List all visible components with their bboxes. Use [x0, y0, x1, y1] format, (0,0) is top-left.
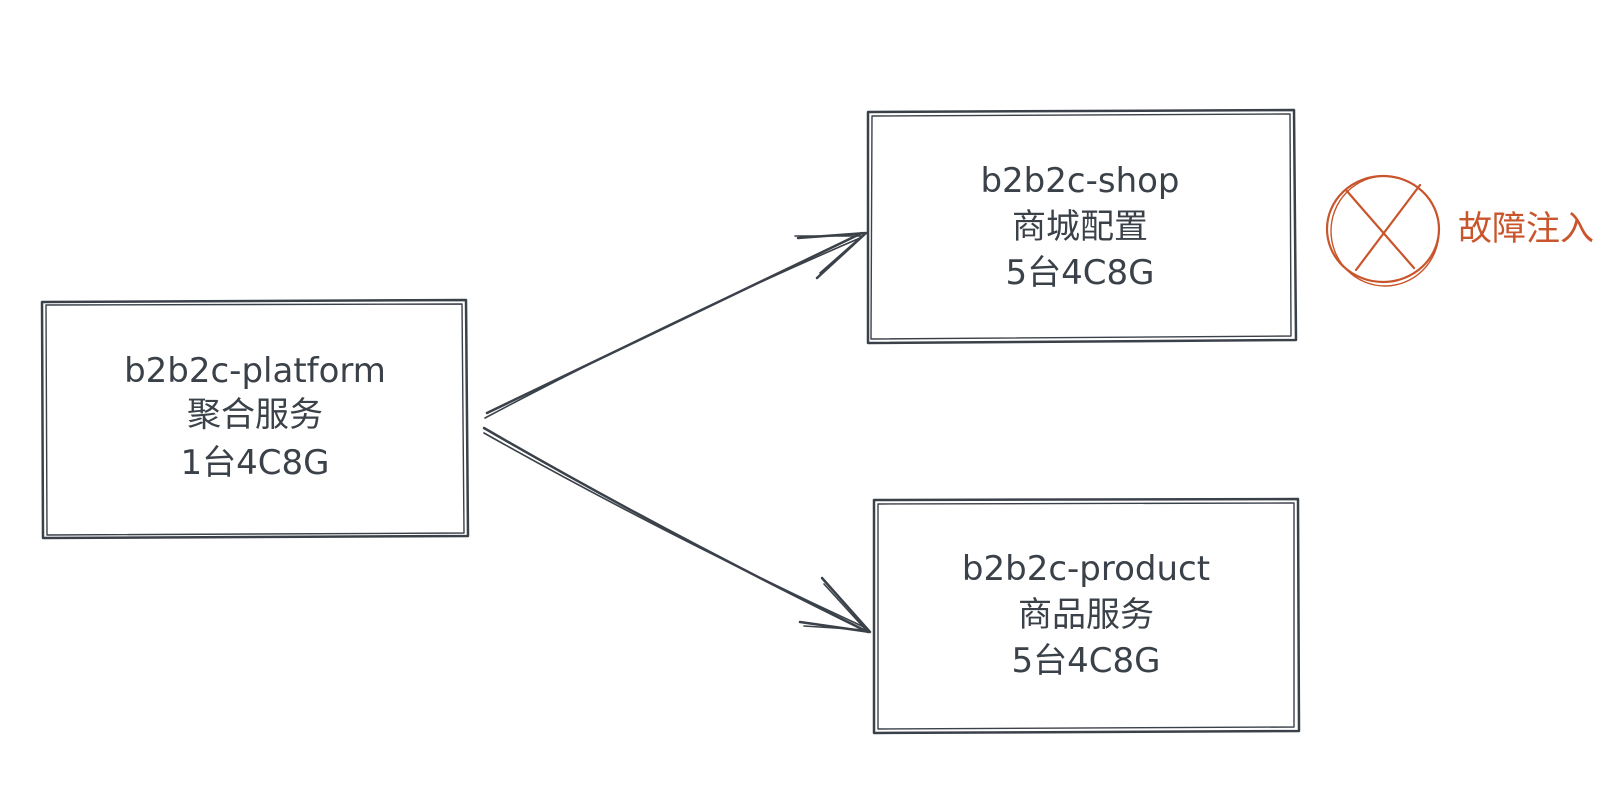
- node-platform: b2b2c-platform 聚合服务 1台4C8G: [40, 298, 470, 540]
- arrowhead-sketch: [803, 583, 867, 631]
- node-spec: 5台4C8G: [1012, 641, 1161, 681]
- edge-platform-to-shop: [484, 231, 868, 419]
- node-border-sketch: [45, 303, 465, 536]
- node-description: 商品服务: [1018, 595, 1154, 635]
- edge-line: [482, 426, 870, 634]
- fault-marker: 故障注入: [1325, 174, 1594, 287]
- edge-platform-to-product: [482, 426, 872, 634]
- node-shop: b2b2c-shop 商城配置 5台4C8G: [866, 108, 1298, 345]
- arrowhead: [798, 576, 872, 634]
- node-title: b2b2c-platform: [124, 351, 386, 391]
- x-circle-icon: [1325, 174, 1441, 287]
- node-product: b2b2c-product 商品服务 5台4C8G: [872, 497, 1301, 735]
- node-description: 商城配置: [1012, 207, 1148, 247]
- node-spec: 1台4C8G: [181, 443, 330, 483]
- node-border: [866, 108, 1298, 345]
- node-title: b2b2c-shop: [980, 161, 1179, 201]
- edge-line-sketch: [483, 432, 867, 629]
- node-border: [40, 298, 470, 540]
- node-description: 聚合服务: [187, 395, 323, 435]
- node-border-sketch: [870, 113, 1292, 340]
- arrowhead-sketch: [794, 235, 863, 274]
- node-title: b2b2c-product: [962, 549, 1210, 589]
- node-spec: 5台4C8G: [1006, 253, 1155, 293]
- edge-line-sketch: [484, 237, 861, 419]
- node-border-sketch: [877, 502, 1295, 730]
- node-border: [872, 497, 1301, 735]
- fault-label: 故障注入: [1458, 209, 1594, 249]
